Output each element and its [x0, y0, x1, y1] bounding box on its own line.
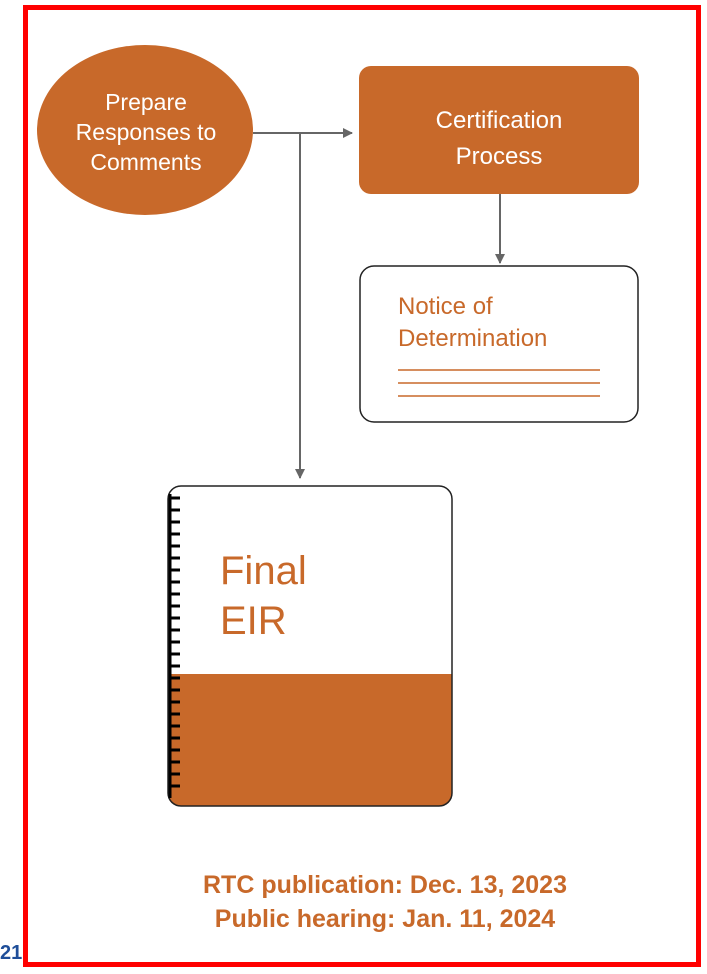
notice-line-1: Notice of	[398, 293, 493, 320]
certification-process-node: Certification Process	[359, 66, 639, 194]
page-number: 21	[0, 942, 23, 964]
final-eir-bottom-fill	[168, 674, 452, 806]
final-eir-line-2: EIR	[220, 599, 287, 643]
notice-line-2: Determination	[398, 325, 547, 352]
dates-block: RTC publication: Dec. 13, 2023 Public he…	[120, 868, 650, 936]
prepare-line-3: Comments	[90, 149, 201, 175]
certification-line-2: Process	[456, 143, 543, 170]
binder-spiral	[168, 494, 180, 798]
certification-line-1: Certification	[436, 107, 563, 134]
prepare-line-2: Responses to	[76, 119, 217, 145]
prepare-line-1: Prepare	[105, 89, 187, 115]
final-eir-line-1: Final	[220, 549, 307, 593]
rtc-publication-date: RTC publication: Dec. 13, 2023	[203, 871, 567, 899]
final-eir-node: Final EIR	[167, 485, 453, 807]
prepare-responses-node: Prepare Responses to Comments	[37, 45, 253, 215]
public-hearing-date: Public hearing: Jan. 11, 2024	[214, 905, 556, 933]
notice-of-determination-node: Notice of Determination	[359, 265, 639, 423]
outer-frame	[23, 5, 701, 967]
